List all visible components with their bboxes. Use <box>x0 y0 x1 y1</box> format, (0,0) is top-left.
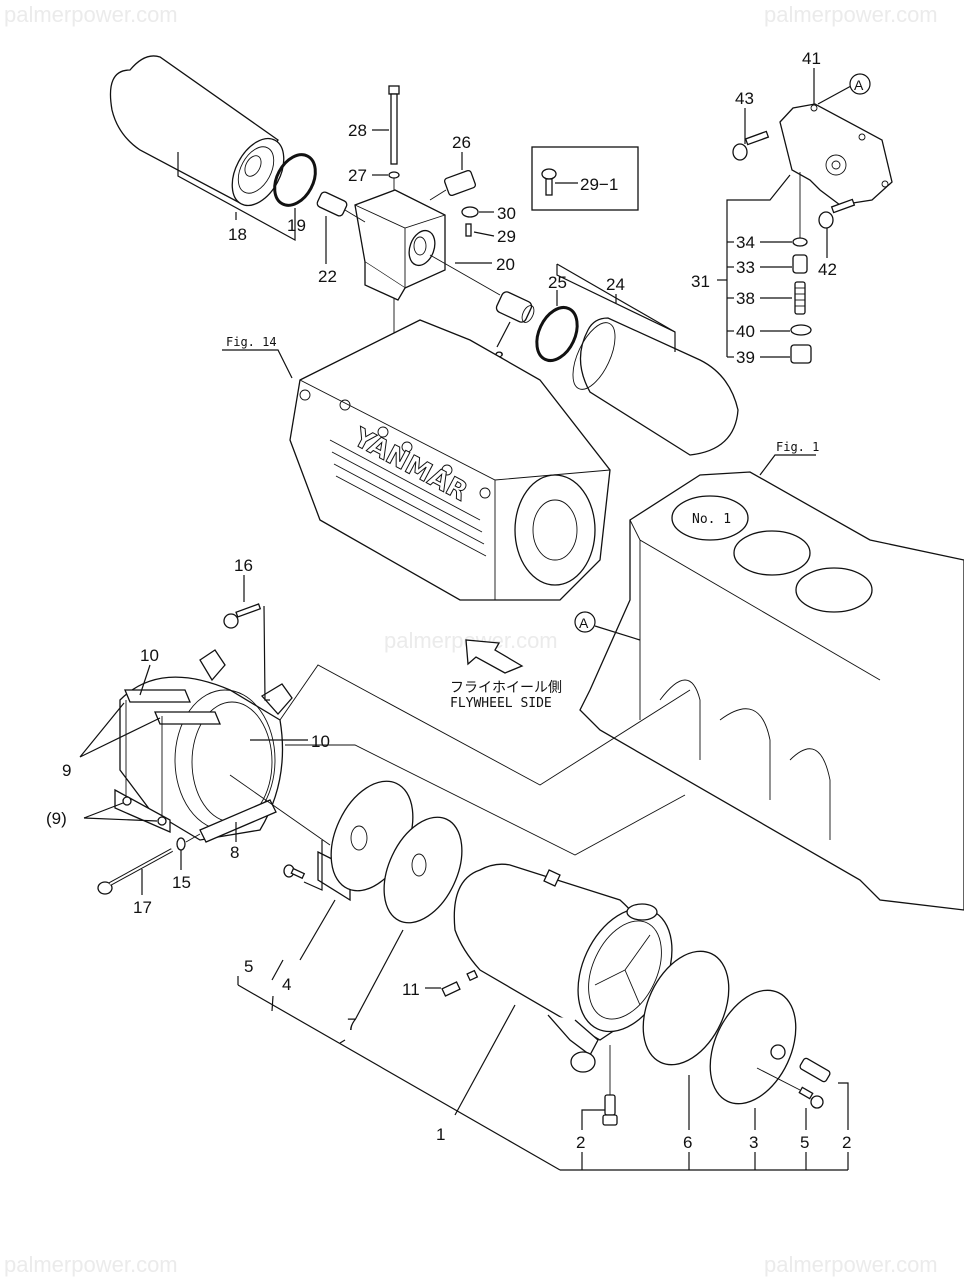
nut-9b[interactable] <box>157 816 167 826</box>
washer-27[interactable] <box>388 171 400 179</box>
callout-a-top: A <box>854 77 864 93</box>
label-15: 15 <box>172 873 191 892</box>
cover-3[interactable] <box>693 977 813 1118</box>
watermark-bottom-right: palmerpower.com <box>764 1252 938 1277</box>
label-5b: 5 <box>800 1133 809 1152</box>
label-11: 11 <box>402 980 420 999</box>
label-39: 39 <box>736 348 755 367</box>
label-41: 41 <box>802 49 821 68</box>
ref-fig1: Fig. 1 <box>776 440 819 454</box>
plug-26[interactable] <box>443 169 477 197</box>
part-33[interactable] <box>792 254 808 274</box>
callout-a-block: A <box>579 615 589 631</box>
plug-39[interactable] <box>790 344 812 364</box>
cylinder-no1-label: No. 1 <box>692 512 731 527</box>
cylinder-block-fig1: No. 1 <box>579 471 964 911</box>
label-22: 22 <box>318 267 337 286</box>
label-30: 30 <box>497 204 516 223</box>
callout-circle-a-top <box>849 73 871 95</box>
label-17: 17 <box>133 898 152 917</box>
label-1: 1 <box>436 1125 445 1144</box>
part-34[interactable] <box>792 237 808 247</box>
nut-9a[interactable] <box>122 796 132 806</box>
o-ring-19[interactable] <box>266 148 323 213</box>
connector-2-left[interactable] <box>602 1094 618 1126</box>
oil-filter-18[interactable] <box>109 55 294 214</box>
spring-38[interactable] <box>794 281 806 315</box>
label-18: 18 <box>228 225 247 244</box>
label-24: 24 <box>606 275 625 294</box>
label-29: 29 <box>497 227 516 246</box>
label-9: 9 <box>62 761 71 780</box>
connector-2-right[interactable] <box>799 1057 831 1083</box>
washer-15[interactable] <box>176 837 186 851</box>
inset-box-29-1: 29−1 <box>531 146 639 211</box>
bolt-42[interactable] <box>818 198 856 229</box>
gasket-6[interactable] <box>626 938 746 1079</box>
label-5a: 5 <box>244 957 253 976</box>
drain-cock-11[interactable] <box>441 969 479 997</box>
label-8: 8 <box>230 843 239 862</box>
plug-23[interactable] <box>495 290 536 324</box>
label-10b: 10 <box>311 732 330 751</box>
callout-circle-a-block <box>574 611 596 633</box>
bracket-31 <box>726 174 791 357</box>
nut-30[interactable] <box>461 206 479 218</box>
label-19: 19 <box>287 216 306 235</box>
filter-bracket-20[interactable] <box>354 189 446 301</box>
direction-japanese: フライホイール側 <box>450 680 562 696</box>
label-42: 42 <box>818 260 837 279</box>
label-20: 20 <box>496 255 515 274</box>
bolt-43[interactable] <box>732 130 770 161</box>
bolt-17[interactable] <box>97 848 173 895</box>
washer-40[interactable] <box>790 324 812 336</box>
label-3: 3 <box>749 1133 758 1152</box>
watermark-top-left: palmerpower.com <box>4 2 178 27</box>
label-40: 40 <box>736 322 755 341</box>
label-2b: 2 <box>842 1133 851 1152</box>
leader-18-19 <box>177 152 296 242</box>
stud-29[interactable] <box>465 223 472 237</box>
pump-cover-41[interactable] <box>779 103 893 206</box>
label-31: 31 <box>691 272 710 291</box>
injection-pump-fig14: YANMAR <box>289 319 611 601</box>
label-16: 16 <box>234 556 253 575</box>
label-34: 34 <box>736 233 755 252</box>
direction-english: FLYWHEEL SIDE <box>450 696 552 711</box>
bolt-5-left[interactable] <box>283 864 306 880</box>
watermark-bottom-left: palmerpower.com <box>4 1252 178 1277</box>
label-33: 33 <box>736 258 755 277</box>
nipple-22[interactable] <box>316 191 348 217</box>
band-8[interactable] <box>199 799 277 843</box>
bolt-5-right[interactable] <box>798 1086 824 1109</box>
label-27: 27 <box>348 166 367 185</box>
label-9-paren: (9) <box>46 809 67 828</box>
bolt-28[interactable] <box>388 85 400 165</box>
label-7: 7 <box>347 1015 356 1034</box>
bolt-16[interactable] <box>223 603 262 629</box>
label-29-1: 29−1 <box>580 175 618 194</box>
label-4: 4 <box>282 975 291 994</box>
oil-filter-24[interactable] <box>564 317 739 456</box>
label-26: 26 <box>452 133 471 152</box>
watermark-top-right: palmerpower.com <box>764 2 938 27</box>
label-43: 43 <box>735 89 754 108</box>
gasket-7[interactable] <box>369 805 478 935</box>
o-ring-25[interactable] <box>529 301 585 367</box>
label-6: 6 <box>683 1133 692 1152</box>
label-28: 28 <box>348 121 367 140</box>
flywheel-side-arrow-icon <box>465 639 524 674</box>
ref-fig14: Fig. 14 <box>226 335 277 349</box>
label-38: 38 <box>736 289 755 308</box>
assembly-bracket-left <box>237 984 561 1171</box>
label-2a: 2 <box>576 1133 585 1152</box>
label-10a: 10 <box>140 646 159 665</box>
